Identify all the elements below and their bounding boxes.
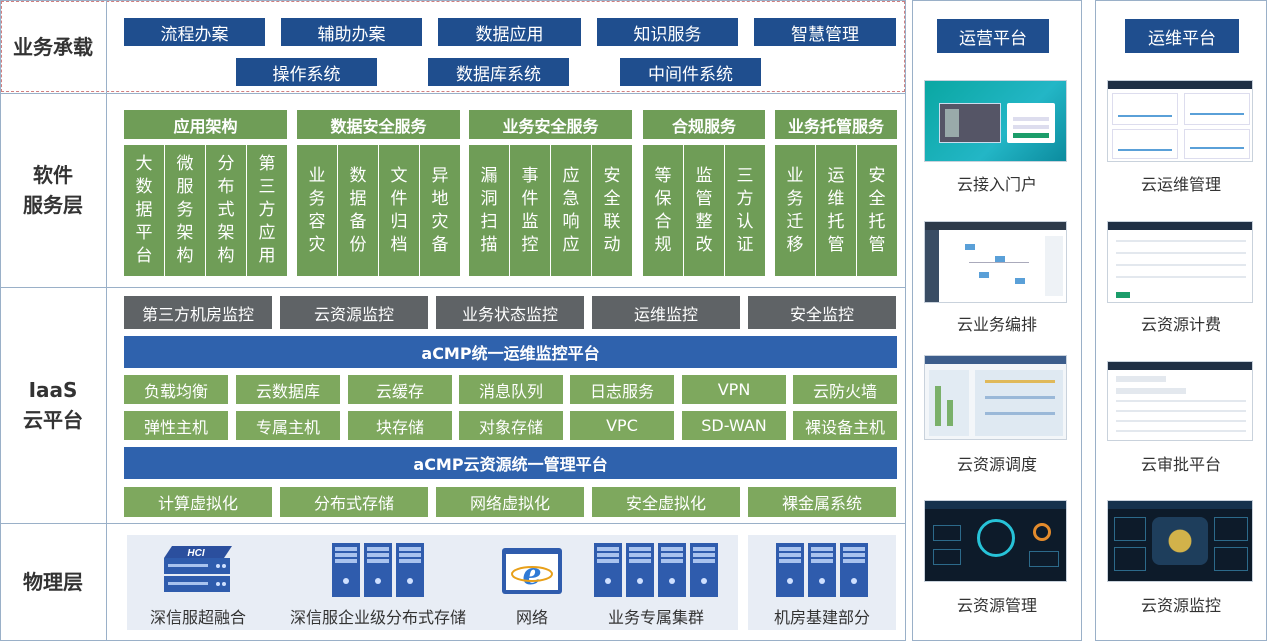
software-item: 监管整改: [684, 145, 724, 276]
maint-item-caption: 云资源监控: [1140, 596, 1221, 615]
divider-iaas-physical: [0, 523, 906, 524]
ops-monitor-platform-bar[interactable]: aCMP统一运维监控平台: [124, 336, 897, 368]
maint-item-caption: 云运维管理: [1140, 175, 1221, 194]
service-item[interactable]: SD-WAN: [682, 411, 786, 440]
software-item: 数据备份: [338, 145, 378, 276]
service-item[interactable]: 负载均衡: [124, 375, 228, 404]
virtualization-item[interactable]: 分布式存储: [280, 487, 428, 517]
orchestration-screenshot-thumb[interactable]: [924, 221, 1067, 303]
monitor-item[interactable]: 安全监控: [748, 296, 896, 329]
physical-item-label: 机房基建部分: [773, 608, 870, 627]
software-item: 漏洞扫描: [469, 145, 509, 276]
software-item: 应急响应: [551, 145, 591, 276]
software-item: 分布式架构: [206, 145, 246, 276]
billing-screenshot-thumb[interactable]: [1107, 221, 1253, 303]
hci-logo-text: HCI: [187, 548, 204, 559]
hci-appliance-icon: HCI: [164, 546, 232, 592]
label-column-divider: [106, 0, 107, 641]
software-group-title: 业务安全服务: [469, 110, 632, 139]
service-item[interactable]: VPN: [682, 375, 786, 404]
maint-item-caption: 云资源计费: [1140, 315, 1221, 334]
software-item: 运维托管: [816, 145, 856, 276]
service-item[interactable]: 云缓存: [348, 375, 452, 404]
software-group-title: 合规服务: [643, 110, 765, 139]
business-dashed-box: [1, 1, 905, 92]
maint-mgmt-screenshot-thumb[interactable]: [1107, 80, 1253, 162]
software-item: 业务容灾: [297, 145, 337, 276]
software-item: 等保合规: [643, 145, 683, 276]
resource-mgmt-platform-bar[interactable]: aCMP云资源统一管理平台: [124, 447, 897, 479]
monitor-item[interactable]: 业务状态监控: [436, 296, 584, 329]
service-item[interactable]: 对象存储: [459, 411, 563, 440]
service-item[interactable]: 消息队列: [459, 375, 563, 404]
service-item[interactable]: 裸设备主机: [793, 411, 897, 440]
ops-platform-title[interactable]: 运营平台: [937, 19, 1049, 53]
software-group-title: 业务托管服务: [775, 110, 897, 139]
software-item: 安全托管: [857, 145, 897, 276]
software-item: 大数据平台: [124, 145, 164, 276]
ops-item-caption: 云资源管理: [956, 596, 1037, 615]
service-item[interactable]: VPC: [570, 411, 674, 440]
software-item: 安全联动: [592, 145, 632, 276]
layer-label-business: 业务承载: [13, 34, 93, 59]
software-group-title: 数据安全服务: [297, 110, 460, 139]
layer-label-iaas: IaaS 云平台: [23, 378, 83, 432]
server-rack-icon: [594, 543, 718, 597]
ops-item-caption: 云资源调度: [956, 455, 1037, 474]
business-system-item[interactable]: 操作系统: [236, 58, 377, 86]
business-item[interactable]: 知识服务: [597, 18, 738, 46]
scheduling-screenshot-thumb[interactable]: [924, 355, 1067, 440]
server-rack-icon: [776, 543, 868, 597]
business-system-item[interactable]: 数据库系统: [428, 58, 569, 86]
service-item[interactable]: 专属主机: [236, 411, 340, 440]
network-globe-icon: e: [502, 548, 562, 594]
physical-item-label: 业务专属集群: [607, 608, 704, 627]
virtualization-item[interactable]: 计算虚拟化: [124, 487, 272, 517]
divider-software-iaas: [0, 287, 906, 288]
monitor-item[interactable]: 第三方机房监控: [124, 296, 272, 329]
software-item: 文件归档: [379, 145, 419, 276]
monitor-item[interactable]: 云资源监控: [280, 296, 428, 329]
ops-item-caption: 云业务编排: [956, 315, 1037, 334]
physical-item-label: 深信服超融合: [149, 608, 246, 627]
software-item: 三方认证: [725, 145, 765, 276]
server-rack-icon: [332, 543, 424, 597]
service-item[interactable]: 弹性主机: [124, 411, 228, 440]
layer-label-physical: 物理层: [23, 570, 83, 594]
portal-screenshot-thumb[interactable]: [924, 80, 1067, 162]
maint-platform-title[interactable]: 运维平台: [1125, 19, 1239, 53]
virtualization-item[interactable]: 裸金属系统: [748, 487, 896, 517]
business-item[interactable]: 智慧管理: [754, 18, 896, 46]
resource-mgmt-screenshot-thumb[interactable]: [924, 500, 1067, 582]
layer-label-software: 软件 服务层: [23, 163, 83, 217]
business-item[interactable]: 流程办案: [124, 18, 265, 46]
business-item[interactable]: 数据应用: [438, 18, 581, 46]
monitoring-screenshot-thumb[interactable]: [1107, 500, 1253, 582]
software-group-title: 应用架构: [124, 110, 287, 139]
maint-item-caption: 云审批平台: [1140, 455, 1221, 474]
software-item: 异地灾备: [420, 145, 460, 276]
virtualization-item[interactable]: 安全虚拟化: [592, 487, 740, 517]
divider-business-software: [0, 93, 906, 94]
physical-item-label: 网络: [515, 608, 548, 627]
service-item[interactable]: 块存储: [348, 411, 452, 440]
service-item[interactable]: 云防火墙: [793, 375, 897, 404]
physical-item-label: 深信服企业级分布式存储: [289, 608, 466, 627]
business-system-item[interactable]: 中间件系统: [620, 58, 761, 86]
service-item[interactable]: 云数据库: [236, 375, 340, 404]
svg-text:e: e: [522, 557, 541, 592]
software-item: 业务迁移: [775, 145, 815, 276]
service-item[interactable]: 日志服务: [570, 375, 674, 404]
business-item[interactable]: 辅助办案: [281, 18, 422, 46]
ops-item-caption: 云接入门户: [956, 175, 1037, 194]
software-item: 第三方应用: [247, 145, 287, 276]
virtualization-item[interactable]: 网络虚拟化: [436, 487, 584, 517]
approval-screenshot-thumb[interactable]: [1107, 361, 1253, 441]
monitor-item[interactable]: 运维监控: [592, 296, 740, 329]
software-item: 事件监控: [510, 145, 550, 276]
software-item: 微服务架构: [165, 145, 205, 276]
